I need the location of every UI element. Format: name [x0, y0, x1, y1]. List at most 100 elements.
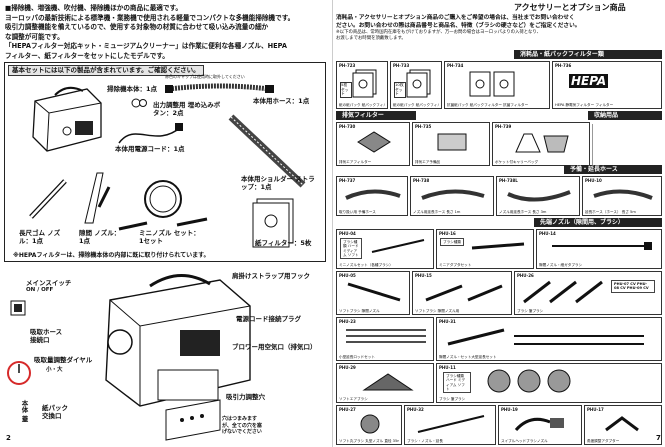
gap-nozzle-illustration: [84, 172, 111, 224]
brush-icon: [523, 280, 603, 304]
round-brush-icon: [487, 369, 571, 393]
vacuum-body-illustration: [32, 86, 102, 152]
callout-suction-dial: 吸取量調整ダイヤル: [34, 356, 93, 364]
item-note: 10枚 セット: [394, 82, 406, 98]
item-code: PHU-19: [501, 407, 518, 412]
callout-on-off: ON / OFF: [26, 287, 54, 293]
right-intro: 消耗品・アクセサリーとオプション商品のご購入をご希望の場合は、当社までお問い合わ…: [336, 14, 662, 42]
item-caption: 取り扱い用 予備ホース: [339, 210, 376, 214]
power-cord-illustration: [118, 123, 183, 144]
intro-line: 「HEPAフィルター対応キット・ミュージアムクリーナー」は作業に便利な各種ノズル…: [5, 42, 287, 51]
intro-line: 吸引力調整機能を備えているので、使用する対象物の材質に合わせて吸い込み流量の細か: [5, 23, 269, 32]
label-paper-filter: 紙フィルター：5枚: [255, 239, 312, 247]
basic-set-header: 基本セットには以下の製品が含まれています。ご確認ください。: [8, 65, 204, 76]
intro-line: ■掃除機、増強機、吹付機、掃除機ほかの商品に最適です。: [5, 4, 183, 12]
callout-power-plug: 電源コード接続プラグ: [236, 315, 301, 323]
extension-rod-icon: [346, 329, 426, 343]
section-extension-hose: 予備・延長ホース: [564, 165, 662, 174]
item-note: ブラシ種類 ハード ミディアム ソフト: [340, 238, 362, 260]
page-number: 2: [6, 434, 11, 442]
item-caption: ノズル用延長ホース 長さ 1m: [413, 210, 461, 214]
carry-bag-icon: [515, 133, 569, 153]
item-card: PH-735 排気エア予備品: [412, 122, 490, 166]
paper-pack-icon: [406, 69, 431, 98]
suction-dial-icon: [7, 361, 31, 385]
callout-hose-port: 吸取ホース 接続口: [30, 328, 63, 344]
exhaust-filter-icon: [357, 131, 391, 153]
item-caption: 小型延長ロッドセット: [339, 355, 375, 359]
item-card: PH-736 HEPA HEPA 静電気フィルター フィルター: [552, 61, 662, 109]
item-code: PHU-14: [539, 231, 556, 236]
item-caption: ノズル用延長ホース 長さ 3m: [499, 210, 547, 214]
item-code: PHU-23: [339, 319, 356, 324]
callout-suction-hole: 吸引力調整穴: [226, 393, 265, 401]
section-nozzles: 先端ノズル（隙間用、ブラシ）: [534, 218, 662, 227]
item-caption: 排気エア予備品: [415, 160, 441, 164]
item-caption: 排気エアフィルター: [339, 160, 372, 164]
hose-icon: [507, 190, 571, 202]
page-gutter: [332, 0, 333, 447]
page-number: 7: [656, 434, 661, 442]
basic-set-box: 基本セットには以下の製品が含まれています。ご確認ください。 赤色のキャップは使用…: [4, 62, 326, 262]
item-code: PHU-11: [439, 365, 456, 370]
item-code: PHU-32: [407, 407, 424, 412]
item-caption: HEPA 静電気フィルター フィルター: [555, 103, 614, 107]
callout-dial-scale: 小・大: [46, 367, 63, 373]
item-code: PHU-04: [339, 231, 356, 236]
cap-illustration: [131, 98, 147, 108]
item-caption: 延長ホース（ホース） 長さ 5m: [585, 210, 636, 214]
callout-body-label: 本体 蓋: [20, 400, 28, 422]
section-consumables: 消耗品・紙パックフィルター類: [514, 50, 662, 59]
item-card: PHU-17 角度調整アダプター: [584, 405, 662, 445]
angle-adapter-icon: [605, 416, 639, 432]
item-code: PHU-10: [585, 178, 602, 183]
item-card: PH-739 ポケット付キャリーバッグ: [492, 122, 590, 166]
item-caption: ソフト丸ブラシ 丸型ノズル 直径 35mm: [339, 439, 399, 443]
label-main-body: 掃除機本体：1点: [107, 85, 158, 93]
intro-line: ヨーロッパの最新技術による標準機・業務機で使用される軽量でコンパクトな多機能掃除…: [5, 13, 295, 22]
item-code: PH-736: [555, 63, 572, 68]
intro-line: フィルター、紙フィルターをセットにしたモデルです。: [5, 51, 169, 60]
hepa-note: ※HEPAフィルターは、掃除機本体の内部に既に取り付けられています。: [13, 252, 210, 259]
long-nozzle-illustration: [29, 179, 67, 219]
label-cap: 出力調整用 埋め込みボタン：2点: [153, 101, 221, 117]
callout-main-switch: メインスイッチ: [26, 279, 72, 287]
item-caption: スイブルヘッドブラシノズル: [501, 439, 548, 443]
item-caption: ミニアダプタセット: [439, 263, 472, 267]
item-code: PH-730: [339, 124, 356, 129]
item-caption: ブラシ 筆ブラシ: [439, 397, 466, 401]
item-caption: 紙の紙パック 紙パックフィルター: [393, 103, 439, 107]
item-caption: ポケット付キャリーバッグ: [495, 160, 539, 164]
round-nozzle-icon: [360, 414, 380, 434]
item-code: PHU-31: [439, 319, 456, 324]
item-card: PHU-19 スイブルヘッドブラシノズル: [498, 405, 582, 445]
antibacterial-pack-icon: [469, 71, 515, 97]
hose-illustration: [165, 83, 274, 93]
label-hose: 本体用ホース：1点: [253, 97, 310, 105]
hose-icon: [421, 189, 485, 200]
item-caption: 隙間ノズル・細ガタブラシ: [539, 263, 583, 267]
label-shoulder-strap: 本体用ショルダー ストラップ：1点: [241, 175, 315, 191]
label-gap-nozzle: 隙間 ノズル：1点: [79, 229, 121, 245]
item-note: ブラシ種類 ハード ミディアム ソフト: [443, 372, 471, 394]
item-caption: 角度調整アダプター: [587, 439, 620, 443]
right-title: アクセサリーとオプション商品: [514, 3, 626, 12]
item-code: PH-737: [339, 178, 356, 183]
strap-illustration: [228, 114, 306, 188]
item-code: PHU-26: [517, 273, 534, 278]
item-caption: ブラシ 筆ブラシ: [517, 309, 544, 313]
mini-nozzle-illustration: [118, 180, 208, 231]
item-code: PH-734: [447, 63, 464, 68]
nozzle-icon: [471, 242, 525, 250]
item-note: 5枚 セット: [340, 82, 352, 98]
label-long-nozzle: 長尺ゴム ノズル：1点: [19, 229, 61, 245]
item-code: PHU-29: [339, 365, 356, 370]
left-intro: ■掃除機、増強機、吹付機、掃除機ほかの商品に最適です。 ヨーロッパの最新技術によ…: [5, 4, 327, 62]
soft-brush-icon: [362, 373, 414, 391]
callout-hole-note: 穴はつまみますが、全ての穴を塞げないでください: [222, 416, 262, 435]
hose-icon: [345, 189, 401, 200]
item-code: PH-739: [495, 124, 512, 129]
item-code: PH-738L: [499, 178, 518, 183]
item-card: PHU-15 ソフトブラシ 隙間ノズル用: [412, 271, 512, 315]
item-caption: ソフトブラシ 隙間ノズル用: [415, 309, 460, 313]
